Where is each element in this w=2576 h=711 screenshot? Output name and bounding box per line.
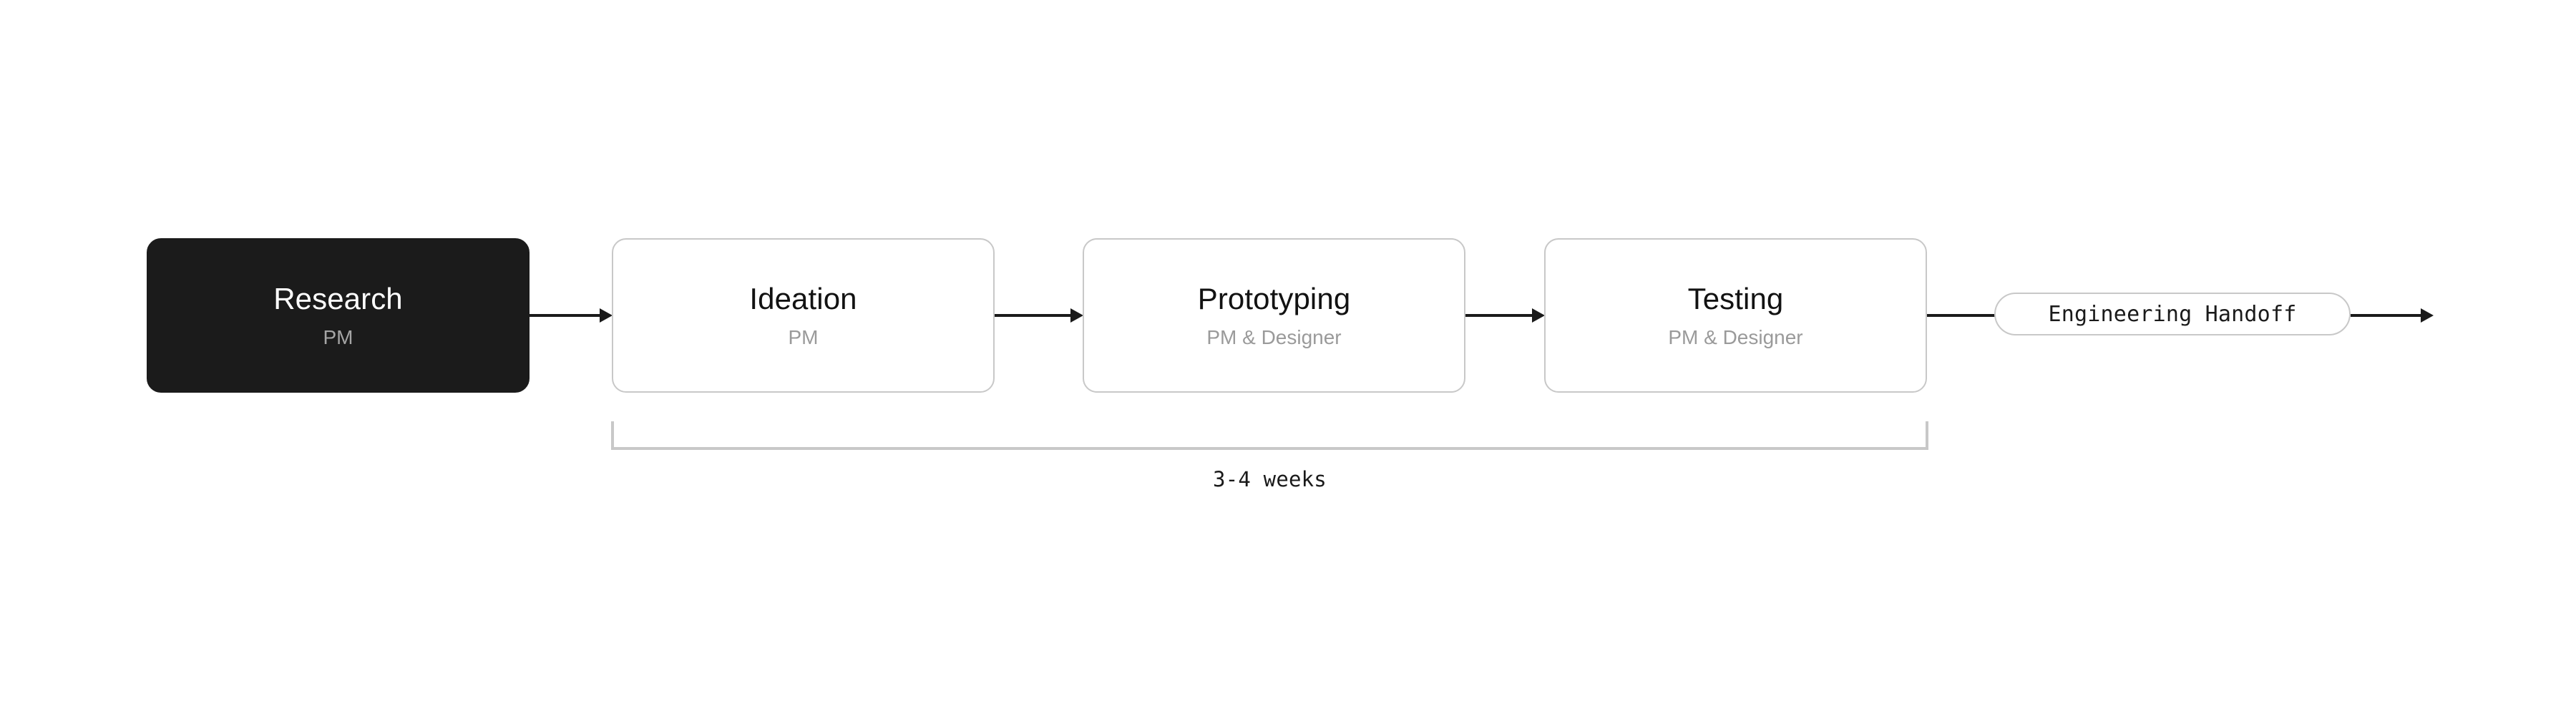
connector-arrow-prototyping-to-testing: [1465, 306, 1545, 325]
engineering-handoff-pill[interactable]: Engineering Handoff: [1994, 293, 2351, 335]
stage-node-ideation[interactable]: Ideation PM: [612, 238, 995, 393]
engineering-handoff-label: Engineering Handoff: [2048, 301, 2297, 327]
stage-role: PM & Designer: [1668, 326, 1803, 349]
stage-title: Ideation: [749, 281, 857, 315]
bracket-tick-left: [611, 421, 614, 450]
stage-title: Prototyping: [1197, 281, 1351, 315]
stage-role: PM & Designer: [1206, 326, 1342, 349]
stage-role: PM: [788, 326, 819, 349]
stage-node-research[interactable]: Research PM: [147, 238, 530, 393]
connector-arrow-research-to-ideation: [530, 306, 613, 325]
connector-line-testing-to-handoff: [1927, 306, 1995, 325]
stage-role: PM: [323, 326, 353, 349]
bracket-line: [611, 447, 1928, 450]
stage-node-testing[interactable]: Testing PM & Designer: [1544, 238, 1927, 393]
connector-arrow-ideation-to-prototyping: [995, 306, 1083, 325]
connector-arrow-handoff-to-next: [2351, 306, 2434, 325]
stage-title: Testing: [1687, 281, 1784, 315]
duration-bracket-label: 3-4 weeks: [1213, 467, 1327, 491]
duration-bracket: [611, 421, 1928, 450]
stage-node-prototyping[interactable]: Prototyping PM & Designer: [1083, 238, 1465, 393]
bracket-tick-right: [1926, 421, 1928, 450]
stage-title: Research: [273, 281, 403, 315]
